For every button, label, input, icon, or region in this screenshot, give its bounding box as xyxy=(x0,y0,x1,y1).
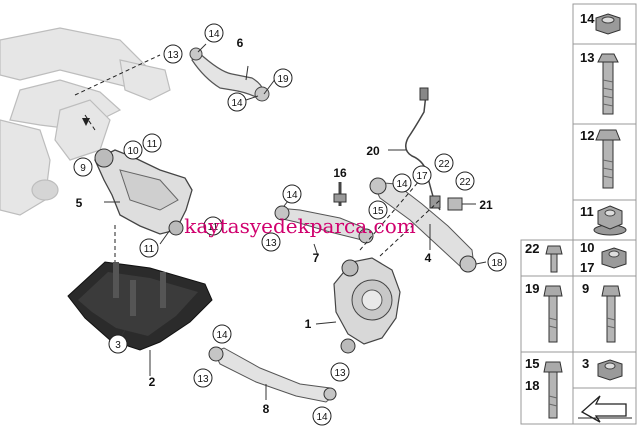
nut-icon xyxy=(595,13,621,35)
watermark: kaytasyedekparca.com xyxy=(184,214,415,238)
part-label-5: 5 xyxy=(76,196,83,210)
callout-14: 14 xyxy=(227,92,247,112)
part-label-7: 7 xyxy=(313,251,320,265)
panel-label-11: 11 xyxy=(580,204,594,219)
upper-control-arm xyxy=(189,43,277,102)
callout-14: 14 xyxy=(312,406,332,426)
panel-label-12: 12 xyxy=(580,128,594,143)
callout-22: 22 xyxy=(455,171,475,191)
panel-labels: 14 13 12 11 22 10 17 19 9 15 18 3 xyxy=(525,11,595,393)
callout-3: 3 xyxy=(108,334,128,354)
svg-text:13: 13 xyxy=(197,374,209,385)
callout-17: 17 xyxy=(412,165,432,185)
callout-13: 13 xyxy=(261,232,281,252)
callout-19: 19 xyxy=(273,68,293,88)
svg-text:19: 19 xyxy=(277,74,289,85)
short-bolt-icon xyxy=(543,361,563,419)
part-label-21: 21 xyxy=(479,198,493,212)
svg-text:22: 22 xyxy=(459,177,471,188)
flange-nut-icon xyxy=(593,205,627,236)
callout-11: 11 xyxy=(203,216,223,236)
svg-text:14: 14 xyxy=(286,190,298,201)
panel-label-10: 10 xyxy=(580,240,594,255)
long-bolt-icon xyxy=(543,285,563,343)
svg-text:11: 11 xyxy=(208,222,219,233)
callout-11: 11 xyxy=(139,238,159,258)
callout-13: 13 xyxy=(163,44,183,64)
panel-label-13: 13 xyxy=(580,50,594,65)
panel-label-18: 18 xyxy=(525,378,539,393)
svg-text:22: 22 xyxy=(438,159,450,170)
svg-text:14: 14 xyxy=(208,29,220,40)
callout-14: 14 xyxy=(212,324,232,344)
panel-label-9: 9 xyxy=(582,281,589,296)
part-label-2: 2 xyxy=(149,375,156,389)
svg-text:9: 9 xyxy=(80,163,86,174)
callout-18: 18 xyxy=(487,252,507,272)
part-label-1: 1 xyxy=(305,317,312,331)
part-label-6: 6 xyxy=(237,36,244,50)
underbody-shield xyxy=(67,225,213,376)
svg-text:14: 14 xyxy=(396,179,408,190)
callout-14: 14 xyxy=(282,184,302,204)
panel-label-19: 19 xyxy=(525,281,539,296)
svg-text:13: 13 xyxy=(265,238,277,249)
rear-lower-arm xyxy=(208,346,337,403)
svg-text:14: 14 xyxy=(231,98,243,109)
part-label-16: 16 xyxy=(333,166,347,180)
svg-text:10: 10 xyxy=(127,146,139,157)
part-label-4: 4 xyxy=(425,251,432,265)
svg-text:13: 13 xyxy=(167,50,179,61)
wheel-carrier xyxy=(315,179,441,354)
part-label-20: 20 xyxy=(366,144,380,158)
callout-13: 13 xyxy=(193,368,213,388)
panel-label-14: 14 xyxy=(580,11,595,26)
callout-15: 15 xyxy=(368,200,388,220)
callout-14: 14 xyxy=(204,23,224,43)
callout-14: 14 xyxy=(392,173,412,193)
part-label-8: 8 xyxy=(263,402,270,416)
trailing-arm xyxy=(94,148,193,245)
hex-nut-icon xyxy=(601,247,627,269)
svg-text:17: 17 xyxy=(416,171,428,182)
svg-text:15: 15 xyxy=(372,206,384,217)
small-bolt-icon xyxy=(545,245,563,273)
svg-text:11: 11 xyxy=(144,244,155,255)
lower-control-arm xyxy=(369,177,487,273)
callout-13: 13 xyxy=(330,362,350,382)
svg-text:13: 13 xyxy=(334,368,346,379)
flange-bolt-icon xyxy=(597,53,619,115)
panel-label-3: 3 xyxy=(582,356,589,371)
abs-sensor xyxy=(388,87,476,211)
callout-9: 9 xyxy=(73,157,93,177)
rear-subframe xyxy=(0,27,171,216)
callout-22: 22 xyxy=(434,153,454,173)
direction-arrow-icon xyxy=(578,395,632,423)
nut-icon xyxy=(597,359,623,381)
svg-text:18: 18 xyxy=(491,258,503,269)
svg-text:3: 3 xyxy=(115,340,121,351)
svg-text:14: 14 xyxy=(216,330,228,341)
svg-text:14: 14 xyxy=(316,412,328,423)
long-bolt-icon xyxy=(601,285,621,343)
panel-icons xyxy=(543,13,632,423)
callout-10: 10 xyxy=(123,140,143,160)
panel-label-22: 22 xyxy=(525,241,539,256)
panel-label-15: 15 xyxy=(525,356,539,371)
svg-text:11: 11 xyxy=(147,139,158,150)
callout-11: 11 xyxy=(142,133,162,153)
callouts: 14 13 6 19 14 9 10 11 5 11 11 20 22 22 1… xyxy=(73,23,507,426)
panel-label-17: 17 xyxy=(580,260,594,275)
hex-bolt-icon xyxy=(595,129,621,189)
